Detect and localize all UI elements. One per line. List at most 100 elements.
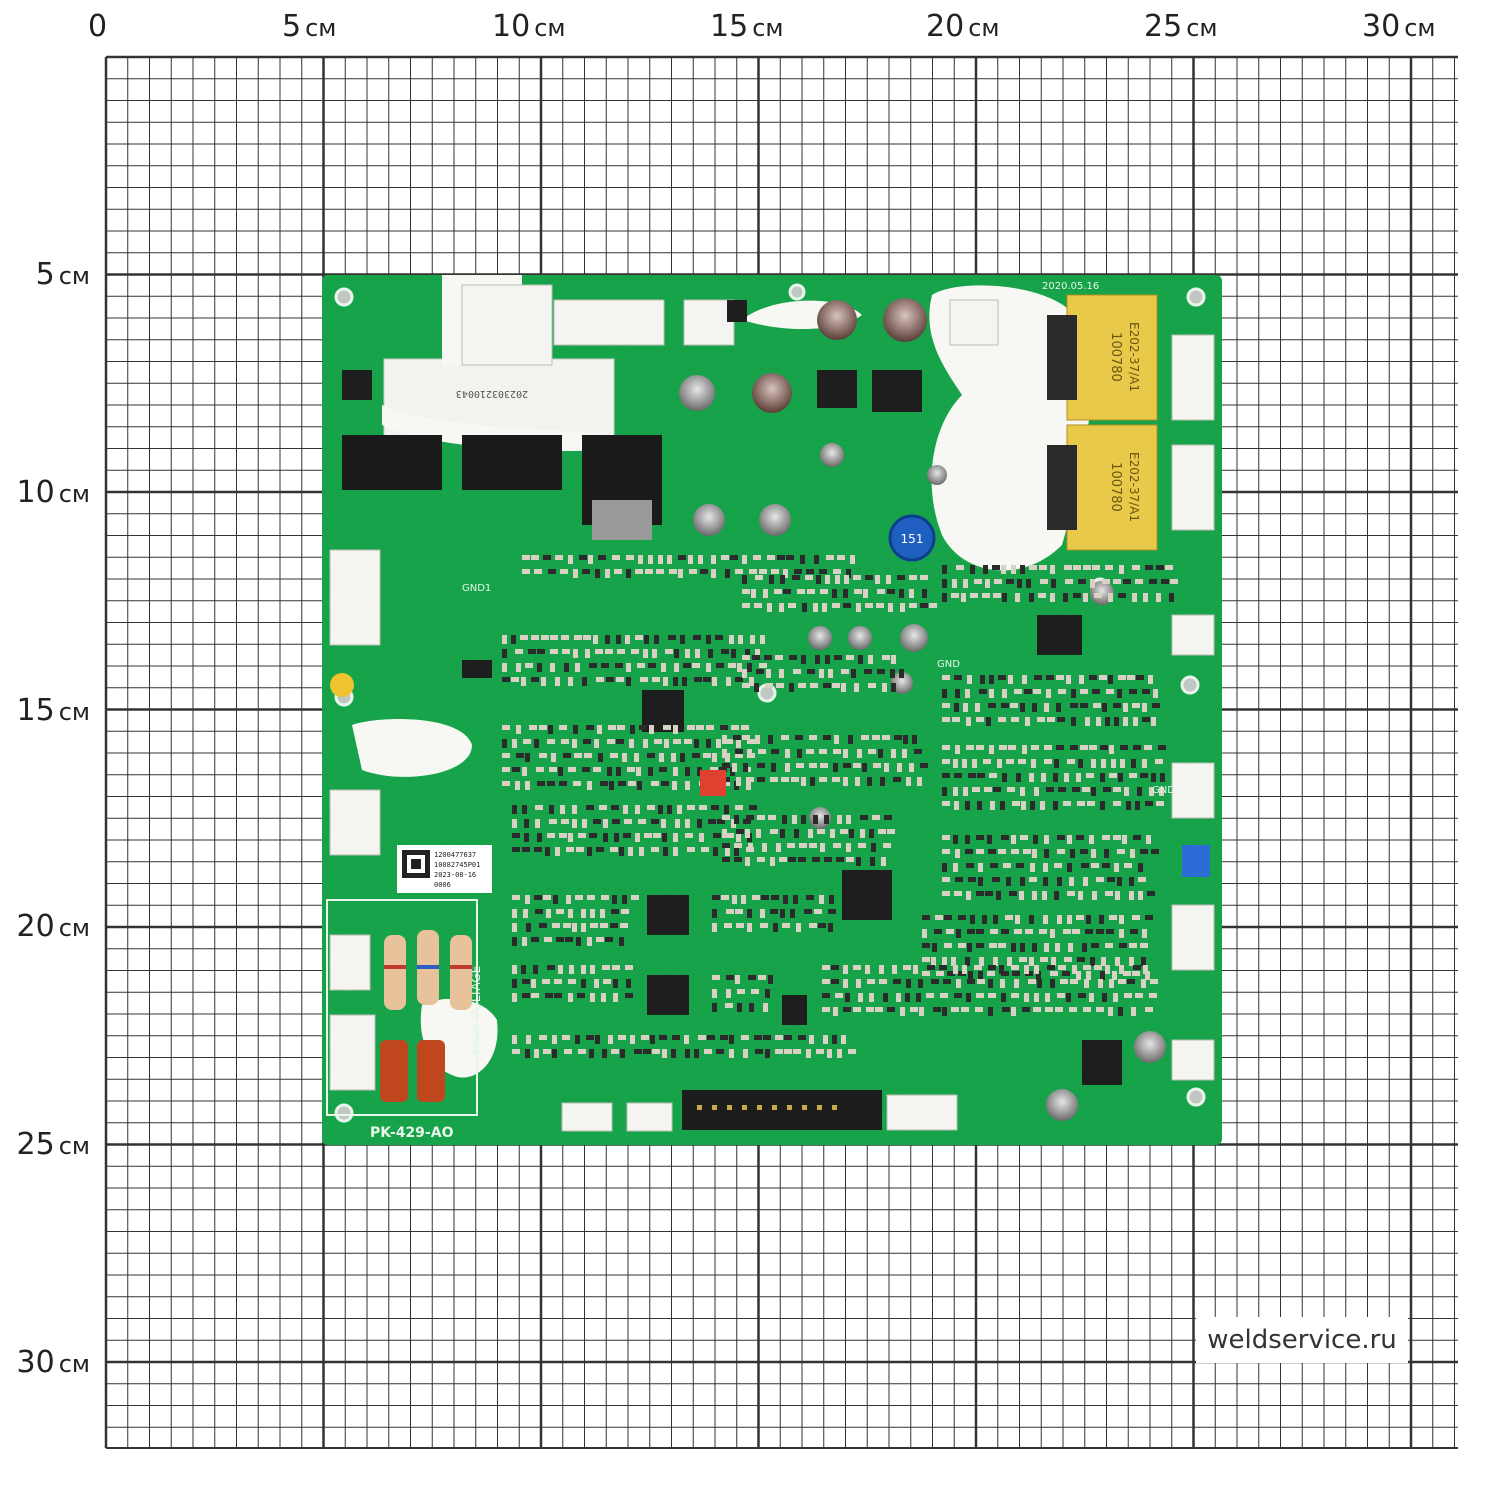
smd-part: [797, 749, 802, 758]
smd-part: [581, 979, 586, 988]
smd-part: [583, 739, 591, 744]
smd-part: [880, 777, 885, 786]
smd-part: [725, 847, 730, 856]
gnd-label: GND: [937, 659, 960, 670]
smd-part: [1120, 745, 1128, 750]
smd-part: [616, 677, 624, 682]
smd-part: [1034, 787, 1039, 796]
smd-part: [673, 739, 681, 744]
smd-part: [1129, 877, 1134, 886]
smd-part: [605, 649, 613, 654]
smd-part: [701, 847, 709, 852]
smd-part: [1002, 593, 1007, 602]
smd-part: [685, 819, 690, 828]
smd-part: [525, 1049, 530, 1058]
smd-part: [1151, 717, 1156, 726]
smd-part: [922, 957, 930, 962]
smd-part: [616, 739, 624, 744]
smd-part: [511, 635, 516, 644]
smd-part: [595, 1035, 600, 1044]
smd-part: [613, 979, 618, 988]
smd-part: [559, 725, 567, 730]
smd-part: [1032, 891, 1037, 900]
smd-part: [1034, 993, 1039, 1002]
smd-part: [1062, 971, 1070, 976]
smd-part: [1064, 957, 1072, 962]
smd-part: [958, 943, 966, 948]
smd-part: [682, 677, 687, 686]
smd-part: [817, 829, 825, 834]
smd-part: [1020, 787, 1025, 796]
smd-part: [832, 1035, 837, 1044]
smd-part: [1024, 965, 1029, 974]
smd-part: [858, 843, 866, 848]
smd-part: [1132, 593, 1137, 602]
smd-part: [663, 847, 668, 856]
smd-part: [745, 829, 750, 838]
smd-part: [1132, 971, 1140, 976]
smd-part: [590, 923, 598, 928]
smd-part: [680, 753, 685, 762]
smd-part: [555, 677, 560, 686]
smd-part: [1011, 849, 1019, 854]
smd-part: [734, 815, 739, 824]
smd-part: [974, 579, 982, 584]
smd-part: [942, 717, 950, 722]
smd-part: [1029, 593, 1034, 602]
smd-part: [648, 555, 653, 564]
smd-part: [976, 993, 984, 998]
smd-part: [673, 677, 678, 686]
smd-part: [1069, 1007, 1077, 1012]
smd-part: [1141, 979, 1146, 988]
smd-part: [920, 763, 928, 768]
smd-part: [1151, 849, 1159, 854]
smd-part: [576, 847, 584, 852]
smd-part: [882, 683, 887, 692]
smd-part: [1064, 565, 1072, 570]
smd-part: [887, 1007, 895, 1012]
smd-part: [1046, 689, 1051, 698]
smd-part: [882, 655, 890, 660]
smd-part: [576, 937, 581, 946]
smd-part: [512, 965, 517, 974]
smd-part: [602, 965, 610, 970]
smd-part: [1102, 579, 1110, 584]
smd-part: [993, 787, 1001, 792]
smd-part: [1077, 957, 1085, 962]
smd-part: [675, 819, 680, 828]
smd-part: [872, 735, 880, 740]
smd-part: [516, 725, 521, 734]
smd-part: [1057, 849, 1065, 854]
smd-part: [1131, 759, 1136, 768]
smd-components: [502, 555, 1178, 1058]
smd-part: [685, 1049, 690, 1058]
smd-part: [903, 965, 911, 970]
smd-part: [1109, 773, 1117, 778]
smd-part: [692, 753, 700, 758]
smd-part: [833, 1007, 838, 1016]
smd-part: [884, 763, 889, 772]
smd-part: [1113, 993, 1118, 1002]
smd-part: [537, 781, 545, 786]
smd-part: [819, 669, 824, 678]
smd-part: [1114, 717, 1119, 726]
smd-part: [607, 767, 612, 776]
smd-part: [647, 753, 655, 758]
smd-part: [741, 725, 749, 730]
smd-part: [775, 1049, 783, 1054]
smd-part: [565, 937, 573, 942]
smd-part: [1076, 915, 1084, 920]
smd-part: [976, 849, 984, 854]
smd-part: [595, 649, 603, 654]
smd-part: [1145, 915, 1153, 920]
smd-part: [610, 847, 618, 852]
smd-part: [694, 677, 702, 682]
smd-part: [1011, 993, 1019, 998]
smd-part: [694, 739, 699, 748]
smd-part: [722, 735, 727, 744]
smd-part: [1126, 801, 1131, 810]
smd-part: [942, 689, 947, 698]
smd-part: [976, 891, 984, 896]
